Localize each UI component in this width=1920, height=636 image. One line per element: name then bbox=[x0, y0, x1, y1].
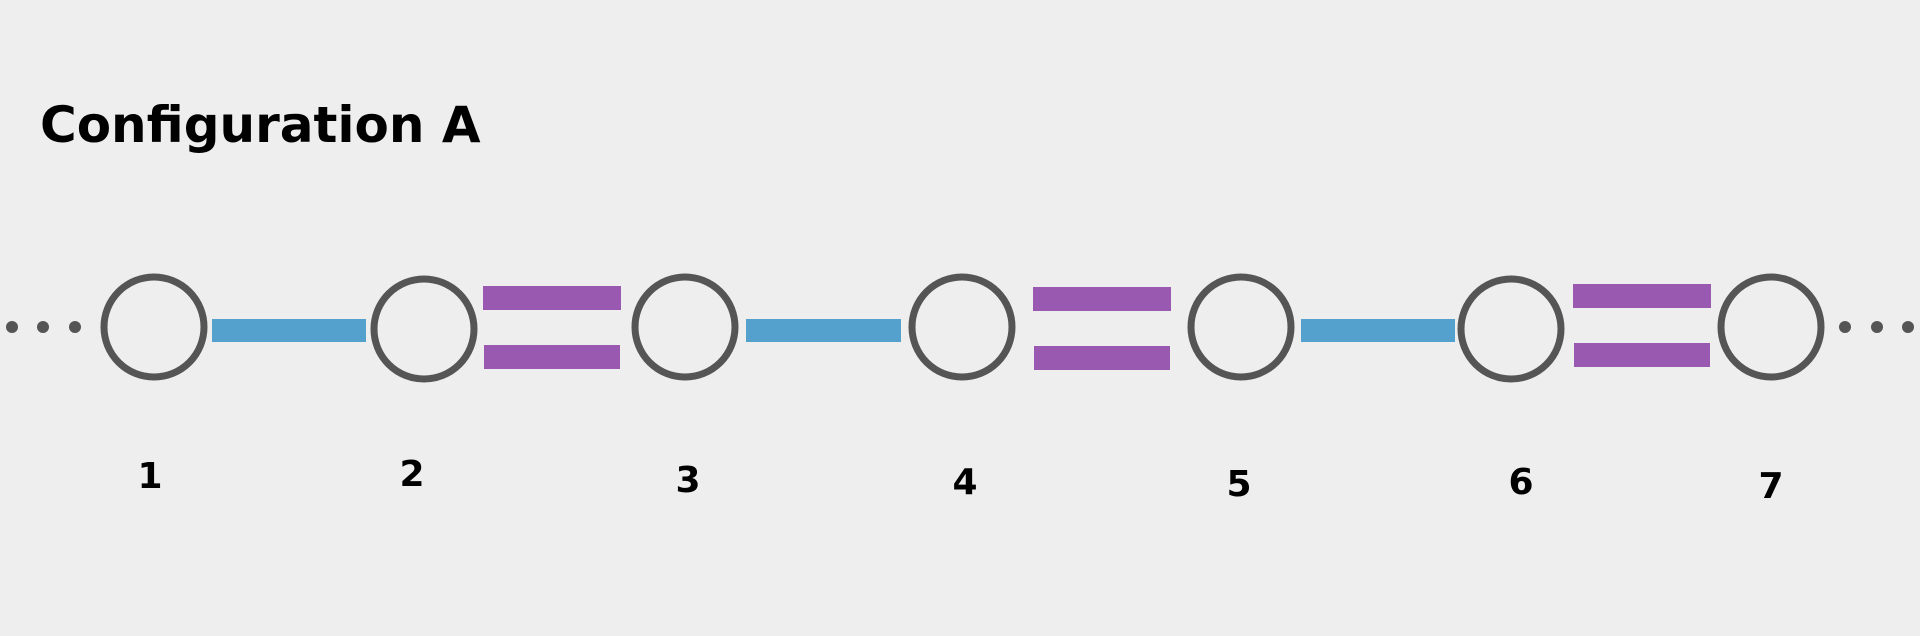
ellipsis-dot bbox=[1902, 321, 1914, 333]
node-3 bbox=[631, 273, 739, 381]
node-4 bbox=[908, 273, 1016, 381]
node-7 bbox=[1717, 273, 1825, 381]
node-label-1: 1 bbox=[137, 456, 163, 497]
node-label-7: 7 bbox=[1758, 466, 1784, 507]
bond-6-7-double-upper bbox=[1573, 284, 1711, 308]
node-2 bbox=[370, 275, 478, 383]
bond-4-5-double-lower bbox=[1034, 346, 1170, 370]
node-label-3: 3 bbox=[675, 460, 701, 501]
bond-2-3-double-upper bbox=[483, 286, 621, 310]
node-1 bbox=[100, 273, 208, 381]
bond-1-2-single bbox=[212, 319, 366, 342]
right-ellipsis bbox=[1839, 321, 1914, 333]
ellipsis-dot bbox=[69, 321, 81, 333]
diagram-title: Configuration A bbox=[40, 96, 481, 154]
node-label-6: 6 bbox=[1508, 462, 1534, 503]
bond-3-4-single bbox=[746, 319, 901, 342]
bond-2-3-double-lower bbox=[484, 345, 620, 369]
node-label-2: 2 bbox=[399, 454, 425, 495]
ellipsis-dot bbox=[37, 321, 49, 333]
bond-4-5-double-upper bbox=[1033, 287, 1171, 311]
ellipsis-dot bbox=[6, 321, 18, 333]
bond-6-7-double-lower bbox=[1574, 343, 1710, 367]
bond-5-6-single bbox=[1301, 319, 1455, 342]
ellipsis-dot bbox=[1839, 321, 1851, 333]
node-label-4: 4 bbox=[952, 462, 978, 503]
node-6 bbox=[1457, 275, 1565, 383]
left-ellipsis bbox=[6, 321, 81, 333]
node-label-5: 5 bbox=[1226, 464, 1252, 505]
ellipsis-dot bbox=[1871, 321, 1883, 333]
node-5 bbox=[1187, 273, 1295, 381]
